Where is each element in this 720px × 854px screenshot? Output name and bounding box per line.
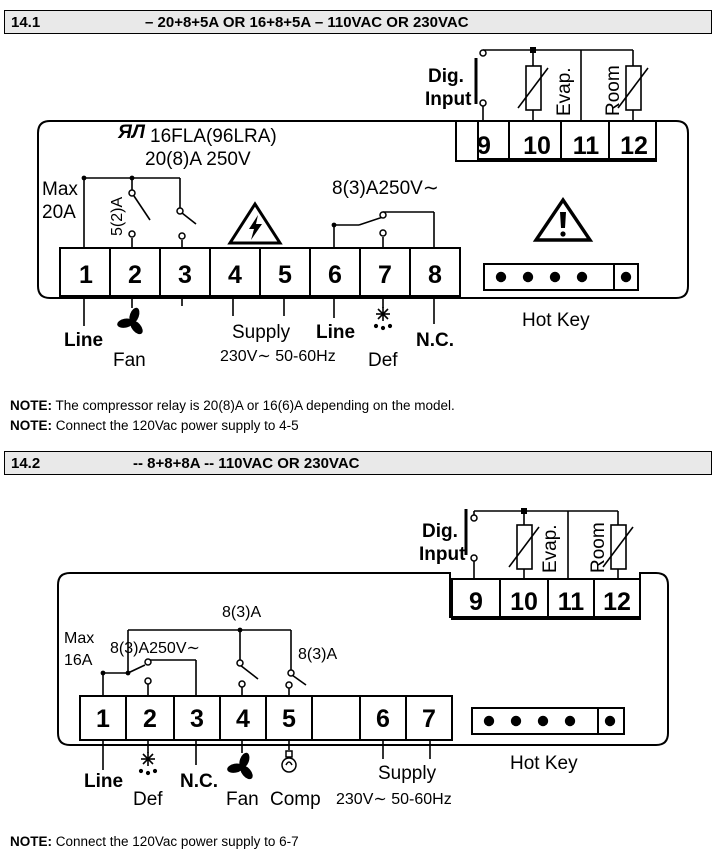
section-number: 14.1 [11,14,41,31]
terminal-number: 10 [523,132,551,160]
fan-label: Fan [113,350,146,371]
terminal-number: 3 [190,705,204,733]
terminal-number: 2 [143,705,157,733]
terminal-number: 9 [477,132,491,160]
note: NOTE: Connect the 120Vac power supply to… [10,418,299,433]
section-header-14-2: 14.2 -- 8+8+8A -- 110VAC OR 230VAC [4,451,712,475]
section-number: 14.2 [11,455,41,472]
fan-icon [117,307,143,335]
note: NOTE: Connect the 120Vac power supply to… [10,834,299,849]
fan-icon [227,752,253,780]
terminal-number: 11 [573,132,600,160]
room-label: Room [603,65,624,116]
wiring-diagram-14-2: Dig. Input Evap. Room 9 10 11 12 1 2 3 4… [57,508,669,810]
terminal-number: 9 [469,588,483,616]
dig-input-label: Dig. [428,66,464,87]
comp-label: Comp [270,789,321,810]
line-label: Line [84,771,123,792]
fan-relay-rating: 5(2)A [109,197,126,236]
section-header-14-1: 14.1 – 20+8+5A OR 16+8+5A – 110VAC OR 23… [4,10,712,34]
supply-spec: 230V∼ 50-60Hz [220,348,336,365]
note-text: Connect the 120Vac power supply to 6-7 [52,834,299,849]
supply-spec: 230V∼ 50-60Hz [336,791,452,808]
terminal-number: 5 [278,261,292,289]
terminal-number: 4 [236,705,250,733]
main-rating: 20(8)A 250V [145,149,251,170]
note-text: Connect the 120Vac power supply to 4-5 [52,418,299,433]
note-prefix: NOTE: [10,834,52,849]
hot-key-label: Hot Key [510,753,578,774]
ul-rating: 16FLA(96LRA) [150,126,277,147]
dig-input-label: Input [419,544,466,565]
dig-input-label: Input [425,89,472,110]
comp-relay-rating: 8(3)A [298,646,337,663]
fan-label: Fan [226,789,259,810]
terminal-number: 4 [228,261,242,289]
evap-label: Evap. [540,524,561,573]
defrost-icon [138,752,158,776]
wiring-diagram-14-1: ЯЛ Dig. Input Evap. Room 9 10 11 12 1 2 … [37,47,689,371]
supply-label: Supply [232,322,291,343]
note-prefix: NOTE: [10,398,52,413]
def-relay-rating: 8(3)A250V∼ [110,640,200,657]
def-relay-rating: 8(3)A250V∼ [332,178,439,199]
terminal-number: 2 [128,261,142,289]
terminal-number: 3 [178,261,192,289]
dig-input-label: Dig. [422,521,458,542]
def-label: Def [368,350,398,371]
room-label: Room [588,522,609,573]
terminal-number: 7 [422,705,436,733]
max-label: Max [42,179,78,200]
terminal-number: 6 [376,705,390,733]
compressor-icon [281,750,297,773]
defrost-icon [373,307,393,331]
line-label: Line [64,330,103,351]
note-text: The compressor relay is 20(8)A or 16(6)A… [52,398,455,413]
note-prefix: NOTE: [10,418,52,433]
evap-label: Evap. [554,67,575,116]
nc-label: N.C. [180,771,218,792]
ul-mark: ЯЛ [117,122,146,143]
note: NOTE: The compressor relay is 20(8)A or … [10,398,455,413]
terminal-number: 1 [79,261,93,289]
section-title: – 20+8+5A OR 16+8+5A – 110VAC OR 230VAC [145,14,469,31]
max-current: 20A [42,202,76,223]
terminal-number: 10 [510,588,538,616]
terminal-number: 12 [620,132,648,160]
nc-label: N.C. [416,330,454,351]
terminal-number: 7 [378,261,392,289]
terminal-number: 8 [428,261,442,289]
def-label: Def [133,789,163,810]
terminal-number: 11 [558,588,585,616]
max-label: Max [64,630,94,647]
terminal-number: 1 [96,705,110,733]
terminal-number: 12 [603,588,631,616]
fan-relay-rating: 8(3)A [222,604,261,621]
max-current: 16A [64,652,93,669]
supply-label: Supply [378,763,437,784]
section-title: -- 8+8+8A -- 110VAC OR 230VAC [133,455,360,472]
hot-key-label: Hot Key [522,310,590,331]
terminal-number: 5 [282,705,296,733]
terminal-number: 6 [328,261,342,289]
line-label: Line [316,322,355,343]
